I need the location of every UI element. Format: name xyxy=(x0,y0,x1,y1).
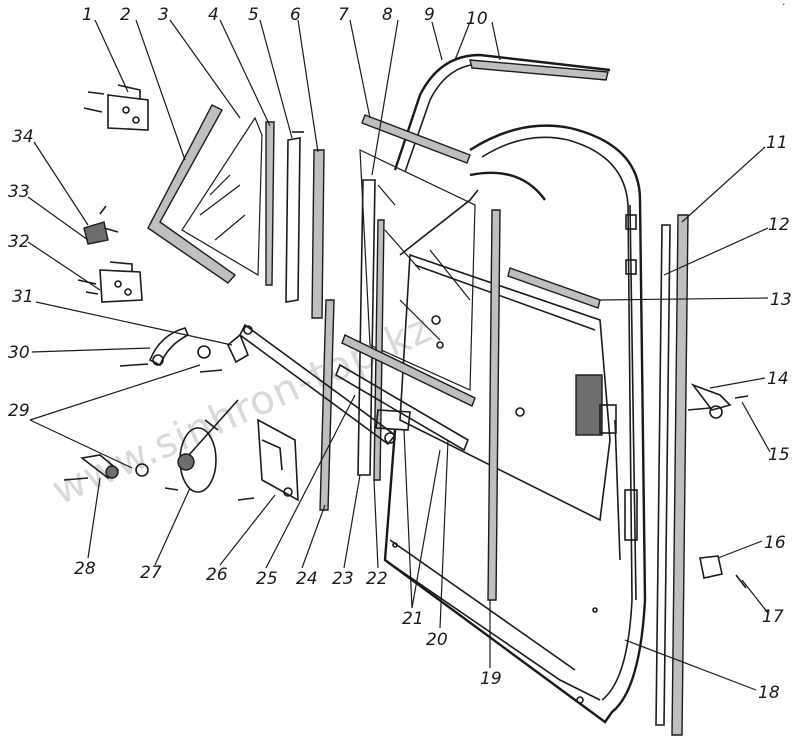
door-shell xyxy=(383,124,647,724)
label-22: 22 xyxy=(366,569,388,589)
label-16: 16 xyxy=(764,533,786,553)
window-regulator-arm xyxy=(238,323,397,446)
label-9: 9 xyxy=(424,5,435,25)
door-edge-seals xyxy=(655,214,689,736)
label-34: 34 xyxy=(12,127,34,147)
label-31: 31 xyxy=(12,287,34,307)
label-30: 30 xyxy=(8,343,30,363)
belt-strips xyxy=(335,267,601,452)
top-seal-assembly xyxy=(393,53,611,173)
label-10: 10 xyxy=(466,9,488,29)
inner-handle xyxy=(119,327,223,373)
label-24: 24 xyxy=(296,569,318,589)
label-4: 4 xyxy=(208,5,219,25)
striker-plate xyxy=(699,555,747,589)
label-29: 29 xyxy=(8,401,30,421)
leader-lines xyxy=(27,19,771,691)
label-6: 6 xyxy=(290,5,301,25)
label-12: 12 xyxy=(768,215,790,235)
label-25: 25 xyxy=(256,569,278,589)
label-28: 28 xyxy=(74,559,96,579)
callout-labels: 1 2 3 4 5 6 7 8 9 10 11 12 13 14 15 16 1… xyxy=(8,5,792,703)
label-1: 1 xyxy=(82,5,93,25)
outer-handle xyxy=(687,383,749,419)
label-8: 8 xyxy=(382,5,393,25)
label-19: 19 xyxy=(480,669,502,689)
label-18: 18 xyxy=(758,683,780,703)
label-3: 3 xyxy=(158,5,169,25)
label-7: 7 xyxy=(338,5,349,25)
label-11: 11 xyxy=(766,133,788,153)
regulator-mechanism xyxy=(164,399,239,493)
label-27: 27 xyxy=(140,563,162,583)
main-glass xyxy=(359,149,546,391)
glass-run-channels xyxy=(319,179,501,601)
vent-window xyxy=(147,104,263,284)
label-2: 2 xyxy=(120,5,131,25)
label-5: 5 xyxy=(248,5,259,25)
label-13: 13 xyxy=(770,290,792,310)
label-17: 17 xyxy=(762,607,784,627)
label-21: 21 xyxy=(402,609,424,629)
label-33: 33 xyxy=(8,182,30,202)
upper-hinge xyxy=(83,84,149,131)
lock-bracket xyxy=(227,333,249,364)
label-32: 32 xyxy=(8,232,30,252)
corner-mark: · xyxy=(782,0,785,11)
vertical-channels xyxy=(265,121,325,319)
label-15: 15 xyxy=(768,445,790,465)
door-check xyxy=(83,205,119,245)
window-crank xyxy=(63,454,149,481)
lock-assembly xyxy=(237,418,299,502)
upper-glass-strip xyxy=(361,114,471,164)
label-14: 14 xyxy=(767,369,789,389)
label-20: 20 xyxy=(426,630,448,650)
label-26: 26 xyxy=(206,565,228,585)
label-23: 23 xyxy=(332,569,354,589)
